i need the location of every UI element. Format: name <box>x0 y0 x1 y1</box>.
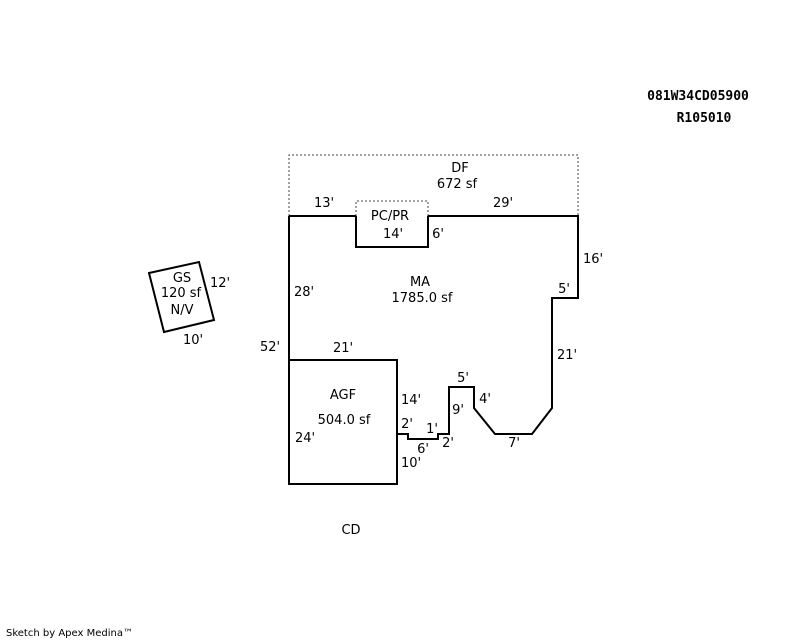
dim-top-right: 29' <box>493 196 513 211</box>
dim-agf-right-lower: 10' <box>401 456 421 471</box>
agf-name: AGF <box>330 388 356 403</box>
agf-size: 504.0 sf <box>318 413 371 428</box>
account-id: R105010 <box>677 111 732 126</box>
dim-agf-left: 24' <box>295 431 315 446</box>
dim-gs-bottom: 10' <box>183 333 203 348</box>
ma-outline <box>288 215 579 440</box>
sketch-credit: Sketch by Apex Medina™ <box>6 628 133 639</box>
dim-agf-top: 21' <box>333 341 353 356</box>
gs-outline <box>147 260 216 334</box>
dim-right-upper: 16' <box>583 252 603 267</box>
pcpr-depth: 6' <box>432 227 444 242</box>
gs-name: GS <box>173 271 191 286</box>
dim-notch-a: 2' <box>401 417 413 432</box>
dim-bump-top: 5' <box>457 371 469 386</box>
ma-size: 1785.0 sf <box>392 291 453 306</box>
dim-step-right: 5' <box>558 282 570 297</box>
dim-bottom-edge: 7' <box>508 436 520 451</box>
ma-name: MA <box>410 275 430 290</box>
dim-notch-c: 1' <box>426 422 438 437</box>
dim-notch-d: 2' <box>442 436 454 451</box>
dim-top-left: 13' <box>314 196 334 211</box>
df-outline <box>288 154 579 216</box>
agf-outline <box>288 359 398 485</box>
gs-note: N/V <box>171 303 194 318</box>
dim-bump-side: 9' <box>452 403 464 418</box>
pcpr-outline <box>355 216 429 248</box>
cd-name: CD <box>341 523 360 538</box>
dim-angle-edge: 4' <box>479 392 491 407</box>
dim-notch-b: 6' <box>417 442 429 457</box>
df-name: DF <box>451 161 469 176</box>
dim-gs-side: 12' <box>210 276 230 291</box>
dim-left-total: 52' <box>260 340 280 355</box>
dim-left-upper: 28' <box>294 285 314 300</box>
dim-agf-right-upper: 14' <box>401 393 421 408</box>
gs-size: 120 sf <box>161 286 202 301</box>
parcel-id: 081W34CD05900 <box>647 89 749 104</box>
pcpr-name: PC/PR <box>371 209 409 224</box>
pcpr-length: 14' <box>383 227 403 242</box>
df-size: 672 sf <box>437 177 478 192</box>
dim-right-lower: 21' <box>557 348 577 363</box>
